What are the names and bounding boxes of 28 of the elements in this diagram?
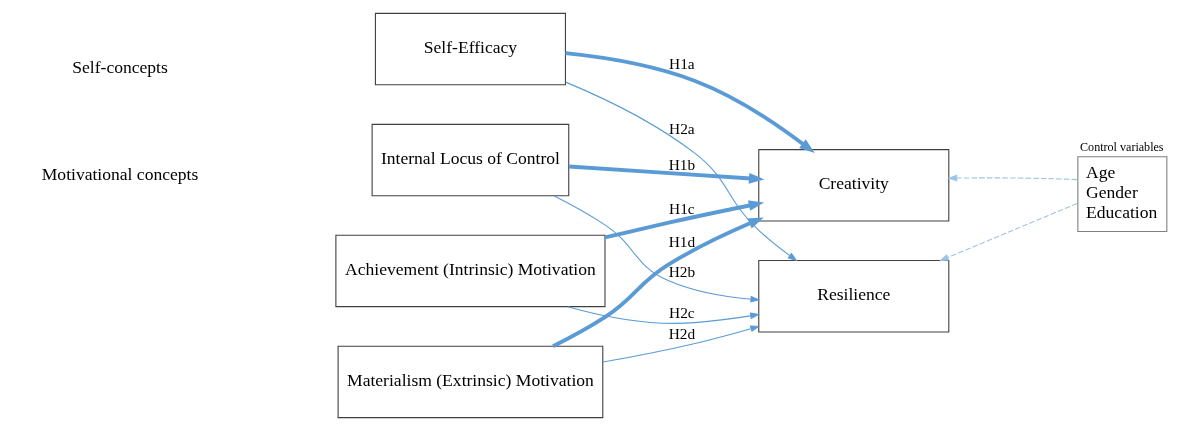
node-label: Control variables	[1080, 139, 1164, 154]
arrow	[604, 199, 765, 239]
edge-label: H1c	[669, 199, 695, 217]
edge-label: H2c	[669, 303, 695, 321]
arrow	[567, 305, 761, 324]
arrow	[602, 324, 761, 363]
edge-label: H1d	[668, 232, 696, 250]
edge-label: H2a	[669, 119, 695, 137]
node-box: Age Gender Education	[1077, 155, 1168, 232]
edge-label: H2d	[668, 324, 696, 342]
node-box: Achievement (Intrinsic) Motivation	[335, 234, 606, 307]
arrow	[569, 164, 765, 184]
node-box: Creativity	[758, 148, 950, 222]
label: Motivational concepts	[41, 163, 199, 184]
edge-label: H1b	[668, 155, 696, 173]
edge-label: H2b	[668, 262, 696, 280]
arrow	[565, 50, 815, 153]
node-box: Self-Efficacy	[374, 12, 566, 85]
arrow	[947, 174, 1078, 182]
edge-label: H1a	[669, 54, 695, 72]
label: Self-concepts	[72, 56, 168, 77]
arrow	[553, 194, 761, 303]
node-box: Materialism (Extrinsic) Motivation	[337, 345, 604, 418]
arrow	[938, 202, 1078, 261]
arrow	[552, 216, 764, 348]
node-box: Resilience	[758, 259, 950, 332]
arrow	[565, 81, 798, 261]
node-box: Internal Locus of Control	[371, 123, 570, 196]
